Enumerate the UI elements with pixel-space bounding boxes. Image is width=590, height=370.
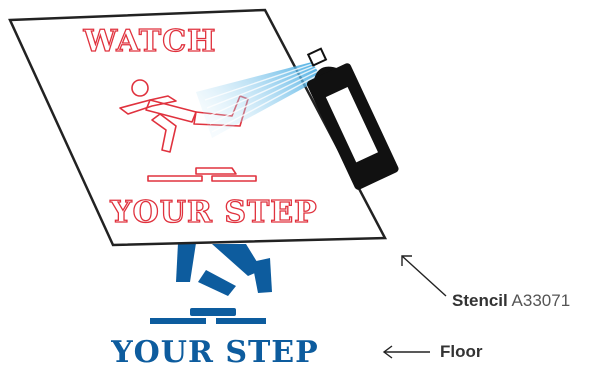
floor-callout-label: Floor <box>440 342 483 361</box>
stencil-callout: Stencil A33071 <box>452 291 570 311</box>
stencil-callout-label: Stencil <box>452 291 508 310</box>
floor-text: YOUR STEP <box>110 335 319 370</box>
stencil-arrow-icon <box>402 256 446 296</box>
stencil-top-text: WATCH <box>83 24 217 59</box>
floor-callout: Floor <box>440 342 483 362</box>
stencil-bottom-text: YOUR STEP <box>109 195 318 230</box>
floor-arrow-icon <box>384 346 430 358</box>
stencil-callout-code: A33071 <box>512 291 571 310</box>
floor-slip-figure-icon <box>150 243 272 324</box>
